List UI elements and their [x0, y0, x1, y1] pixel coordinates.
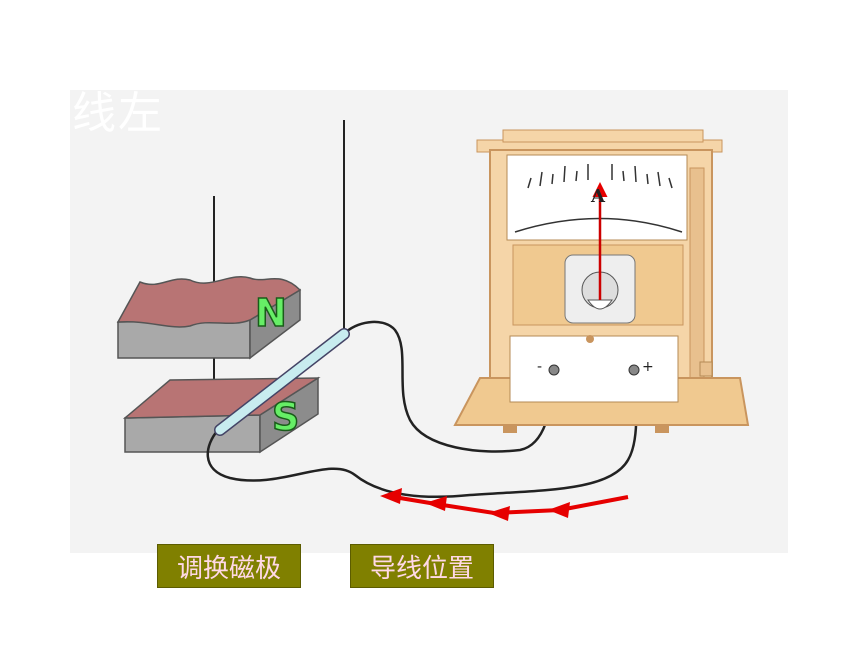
- wire-position-button[interactable]: 导线位置: [350, 544, 494, 588]
- conducting-rod: [214, 328, 350, 436]
- terminal-minus-label: -: [537, 359, 543, 375]
- ammeter-dial-label: A: [591, 186, 605, 207]
- swap-poles-button[interactable]: 调换磁极: [157, 544, 301, 588]
- current-arrow-heads: [380, 488, 570, 521]
- magnet-north-block: [116, 276, 302, 360]
- terminal-plus-label: +: [642, 359, 654, 375]
- slide-title-faint: 线左: [72, 88, 164, 139]
- circuit-wire-return: [206, 371, 638, 499]
- south-pole-label: S: [271, 395, 300, 439]
- ammeter: [453, 129, 750, 433]
- circuit-wire: [345, 320, 556, 453]
- north-pole-label: N: [254, 291, 287, 335]
